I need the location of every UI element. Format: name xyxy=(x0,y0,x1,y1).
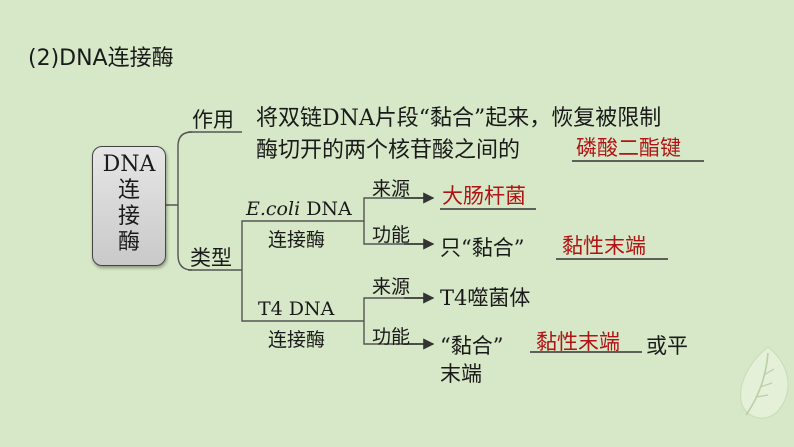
function-text-line2: 酶切开的两个核苷酸之间的 xyxy=(256,138,521,163)
function-answer: 磷酸二酯键 xyxy=(576,136,681,160)
t4-function-suffix-line2: 末端 xyxy=(440,362,482,386)
t4-function-suffix: 或平 xyxy=(646,334,688,358)
types-bracket xyxy=(241,220,364,322)
ecoli-source-label: 来源 xyxy=(372,178,411,200)
t4-function-answer: 黏性末端 xyxy=(536,330,620,354)
t4-name: T4 DNA xyxy=(258,298,335,320)
ecoli-function-text: 只“黏合” xyxy=(440,236,525,260)
ecoli-name-line2: 连接酶 xyxy=(268,229,326,251)
function-label: 作用 xyxy=(192,108,234,132)
t4-function-label: 功能 xyxy=(372,326,411,348)
ecoli-source-answer: 大肠杆菌 xyxy=(442,184,526,208)
ecoli-function-answer: 黏性末端 xyxy=(562,234,646,258)
root-bracket xyxy=(164,131,193,271)
root-label: DNA 连 接 酶 xyxy=(102,152,156,255)
page-title: (2)DNA连接酶 xyxy=(28,46,174,71)
t4-function-text: “黏合” xyxy=(440,334,504,358)
types-label: 类型 xyxy=(190,246,232,270)
t4-source-label: 来源 xyxy=(372,276,411,298)
function-text-line1: 将双链DNA片段“黏合”起来，恢复被限制 xyxy=(256,106,662,131)
ecoli-name: E.coli DNA xyxy=(246,198,352,220)
root-node xyxy=(92,146,166,266)
leaf-icon xyxy=(740,346,789,419)
t4-source-text: T4噬菌体 xyxy=(440,286,531,310)
ecoli-function-label: 功能 xyxy=(372,224,411,246)
t4-name-line2: 连接酶 xyxy=(268,329,326,351)
